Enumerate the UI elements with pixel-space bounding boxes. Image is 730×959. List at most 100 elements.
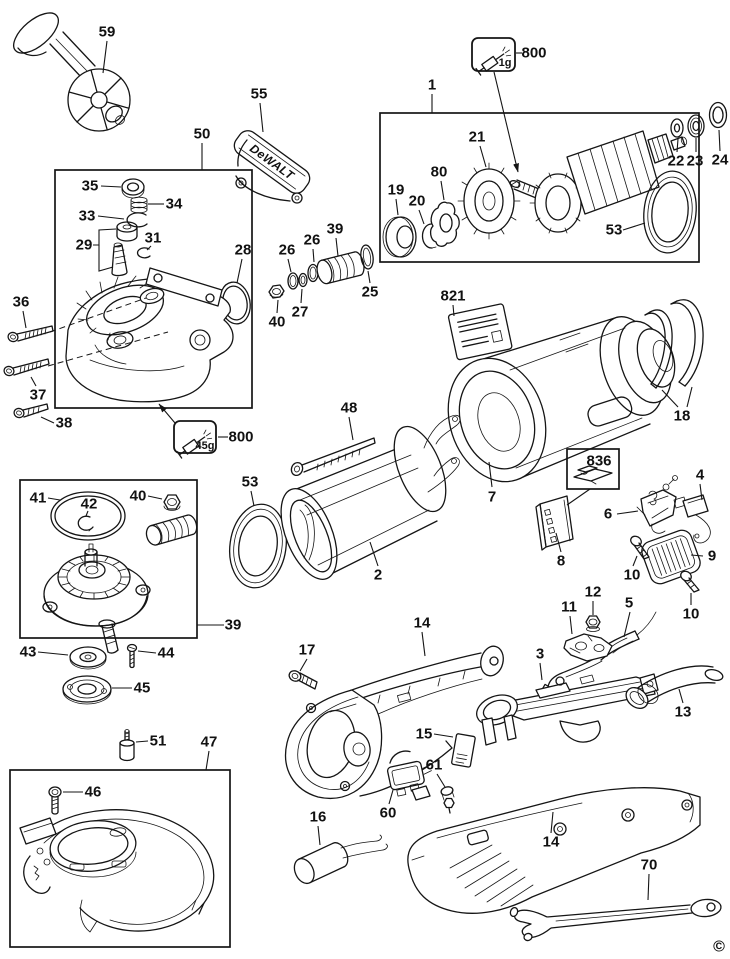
leader-7 [488,461,493,488]
leader-19 [395,198,399,216]
armature-laminations [577,133,653,211]
leader-15 [433,733,454,738]
brush-card-8-drawing [535,495,574,551]
part-label-31: 31 [145,230,162,247]
part-label-43: 43 [20,644,37,661]
brush-cover-9-drawing [641,529,701,585]
grease-arrow-gearcase [158,403,176,424]
leader-80 [440,180,445,201]
part-label-821: 821 [440,288,465,305]
leader-35 [100,185,122,188]
group-box-50 [54,169,253,409]
leader-59 [102,40,108,74]
leader-part-label-14-upper [421,631,426,657]
fan-teeth [457,162,521,240]
leader-part-label-14-lower [550,811,554,834]
leader-2 [369,541,379,567]
pinion-39-mid [316,251,365,285]
leader-8 [555,532,562,553]
part-label-42: 42 [81,496,98,513]
part-label-22: 22 [668,153,685,170]
leader-21 [479,145,487,168]
part-label-80: 80 [431,164,448,181]
part-label-59: 59 [99,24,116,41]
part-label-17: 17 [299,642,316,659]
group-box-47 [9,769,231,948]
part-label-13: 13 [675,704,692,721]
brush-holder-6-drawing [636,475,687,534]
spacer-51-drawing [119,729,135,762]
nut-12-drawing [585,615,601,632]
brand-cover-drawing: DeWALT [233,130,311,204]
grease-arrow-armature [493,71,519,173]
part-label-33: 33 [79,208,96,225]
leader-part-label-53-armature [622,222,646,231]
part-label-3: 3 [536,646,544,663]
leader-70 [647,873,650,901]
nut-40-mid [268,284,285,299]
pin-spanner-70-drawing [509,898,722,942]
leader-28 [236,258,243,284]
part-label-9: 9 [708,548,716,565]
leader-29 [93,228,117,246]
leader-part-label-26-b [312,248,315,263]
part-label-29: 29 [76,237,93,254]
leader-41 [47,497,61,501]
part-label-45: 45 [134,680,151,697]
rating-label-821-drawing [447,303,513,361]
part-label-28: 28 [235,242,252,259]
brush-836-drawing [573,465,613,485]
leader-25 [367,270,371,284]
part-label-44: 44 [158,645,175,662]
leader-61 [436,773,446,788]
leader-31 [146,245,152,251]
spring-clips-18-drawing [644,299,704,389]
part-label-40-mid: 40 [269,314,286,331]
part-label-19: 19 [388,182,405,199]
group-box-1 [379,112,700,263]
grease-qty-armature: 1g [499,57,512,69]
leader-51 [135,740,149,743]
part-label-48: 48 [341,400,358,417]
leader-821 [452,304,455,317]
spindle-lock-3-drawing [476,673,659,746]
assembly-axis-dashed-line-2 [47,331,169,367]
leader-37 [30,376,37,387]
field-coil-drawing [280,414,461,580]
leader-17 [299,658,308,672]
part-label-16: 16 [310,809,327,826]
inner-flange-43-drawing [69,646,107,670]
leader-5 [623,611,631,638]
leader-20 [418,209,425,225]
part-label-21: 21 [469,129,486,146]
part-label-27: 27 [292,304,309,321]
o-ring-53-field-drawing [229,503,287,589]
leader-18 [661,389,679,408]
leader-bracket-29-lower [98,245,114,272]
part-label-47: 47 [201,734,218,751]
wheel-guard-drawing [19,786,215,933]
part-label-70: 70 [641,857,658,874]
air-vents [449,844,534,907]
part-label-51: 51 [150,733,167,750]
warning-label-15-drawing [451,733,476,768]
screw-10-a-drawing [630,535,650,560]
part-label-800-armature: 800 [521,45,546,62]
part-label-7: 7 [488,489,496,506]
leader-part-label-39-pinion [335,237,339,257]
part-label-10-b: 10 [683,606,700,623]
part-label-39-box: 39 [225,617,242,634]
leader-36 [22,310,27,329]
side-handle-drawing [13,12,131,132]
copyright-mark: © [713,939,725,956]
part-label-800-gearcase: 800 [228,429,253,446]
part-label-60: 60 [380,805,397,822]
leader-part-label-40-box39 [147,495,163,500]
leader-24 [718,129,721,152]
leader-38 [40,416,55,424]
part-label-14-lower: 14 [543,834,560,851]
group-boxes [9,112,700,948]
leader-3 [539,662,543,681]
leader-60 [388,789,394,805]
part-label-11: 11 [561,599,577,616]
